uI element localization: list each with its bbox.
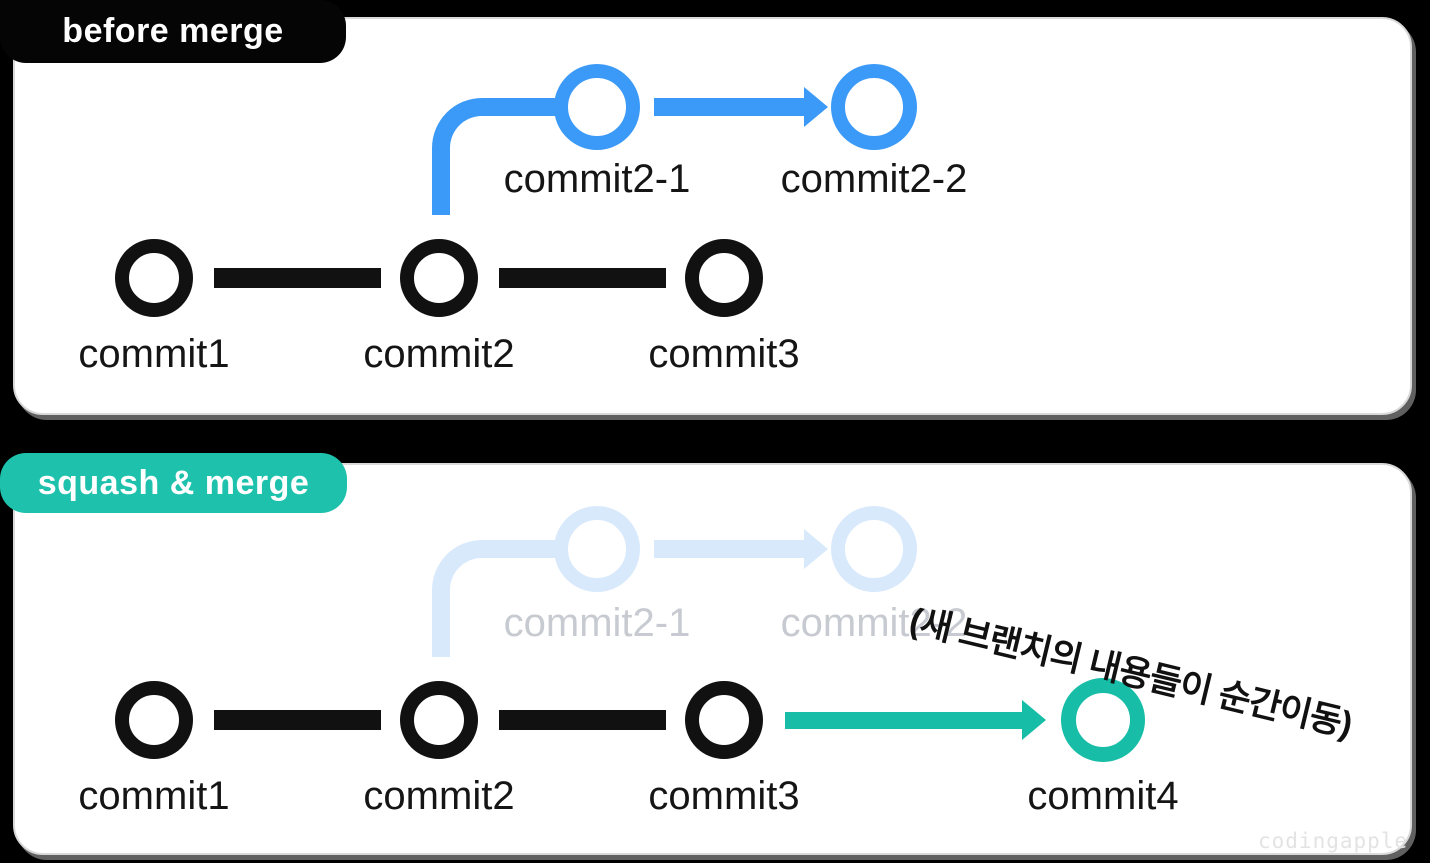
commit-node-commit2-1 xyxy=(554,64,640,150)
ghost-branch-arrow-shaft xyxy=(654,540,804,558)
watermark: codingapple xyxy=(1258,829,1409,853)
before-merge-panel: commit2-1 commit2-2 commit1 commit2 comm… xyxy=(13,17,1412,415)
main-line-segment xyxy=(499,710,666,730)
commit-label: commit3 xyxy=(648,332,800,376)
ghost-branch-elbow-line xyxy=(432,540,560,657)
branch-elbow-line xyxy=(432,98,560,215)
commit-label: commit2-2 xyxy=(780,157,968,201)
ghost-commit-node-commit2-1 xyxy=(554,506,640,592)
squash-merge-badge: squash & merge xyxy=(0,453,347,513)
commit-node-commit1 xyxy=(115,681,193,759)
commit-label: commit1 xyxy=(78,774,230,818)
branch-arrow-head xyxy=(804,87,828,127)
ghost-commit-node-commit2-2 xyxy=(831,506,917,592)
commit-label: commit3 xyxy=(648,774,800,818)
main-line-segment xyxy=(499,268,666,288)
commit-label: commit1 xyxy=(78,332,230,376)
commit-label: commit4 xyxy=(1027,774,1179,818)
before-merge-badge: before merge xyxy=(0,0,346,63)
commit-node-commit2-2 xyxy=(831,64,917,150)
commit-label: commit2 xyxy=(363,774,515,818)
merge-arrow-shaft xyxy=(785,712,1022,729)
before-merge-badge-label: before merge xyxy=(62,12,284,50)
ghost-commit-label: commit2-1 xyxy=(503,601,691,645)
commit-node-commit3 xyxy=(685,239,763,317)
commit-node-commit3 xyxy=(685,681,763,759)
merge-arrow-head xyxy=(1022,700,1046,740)
squash-merge-badge-label: squash & merge xyxy=(37,463,310,502)
branch-arrow-shaft xyxy=(654,98,804,116)
ghost-commit-label: commit2-2 xyxy=(780,601,968,645)
commit-node-commit2 xyxy=(400,681,478,759)
commit-label: commit2 xyxy=(363,332,515,376)
main-line-segment xyxy=(214,710,381,730)
commit-node-commit2 xyxy=(400,239,478,317)
ghost-branch-arrow-head xyxy=(804,529,828,569)
commit-node-commit1 xyxy=(115,239,193,317)
main-line-segment xyxy=(214,268,381,288)
commit-label: commit2-1 xyxy=(503,157,691,201)
squash-merge-panel: commit2-1 commit2-2 (새 브랜치의 내용들이 순간이동) c… xyxy=(13,463,1412,855)
